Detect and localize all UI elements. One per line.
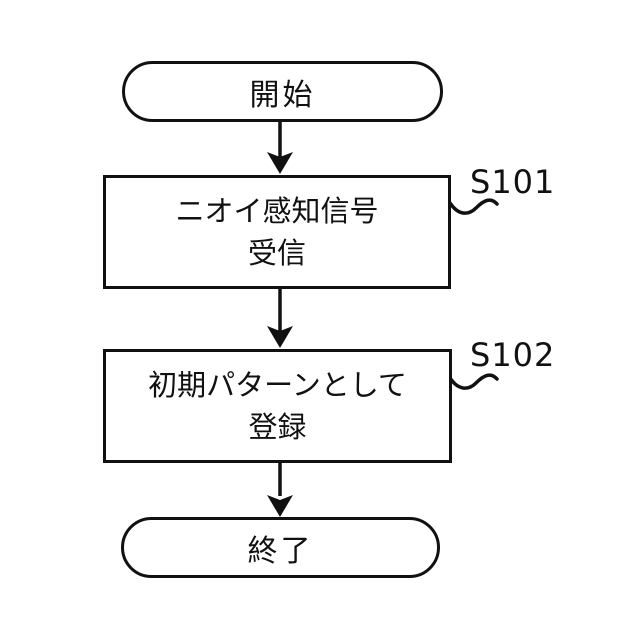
process-s101-line1: ニオイ感知信号 [175, 194, 379, 228]
process-s102-line1: 初期パターンとして [148, 368, 407, 402]
squiggle-s101 [448, 198, 499, 215]
arrow-start-to-s101 [267, 122, 293, 174]
arrow-s101-to-s102 [267, 289, 293, 348]
end-node-label: 終了 [247, 533, 314, 569]
step-label-s101: S101 [470, 163, 556, 201]
process-node-s101: ニオイ感知信号 受信 [103, 175, 451, 289]
process-s101-line2: 受信 [247, 236, 306, 270]
arrow-s102-to-end [267, 463, 293, 517]
start-node: 開始 [122, 61, 443, 122]
end-node: 終了 [121, 517, 440, 578]
process-node-s102: 初期パターンとして 登録 [103, 349, 452, 463]
squiggle-s102 [448, 373, 499, 390]
process-s102-line2: 登録 [248, 410, 307, 444]
step-label-s102: S102 [470, 336, 556, 374]
start-node-label: 開始 [249, 77, 316, 113]
